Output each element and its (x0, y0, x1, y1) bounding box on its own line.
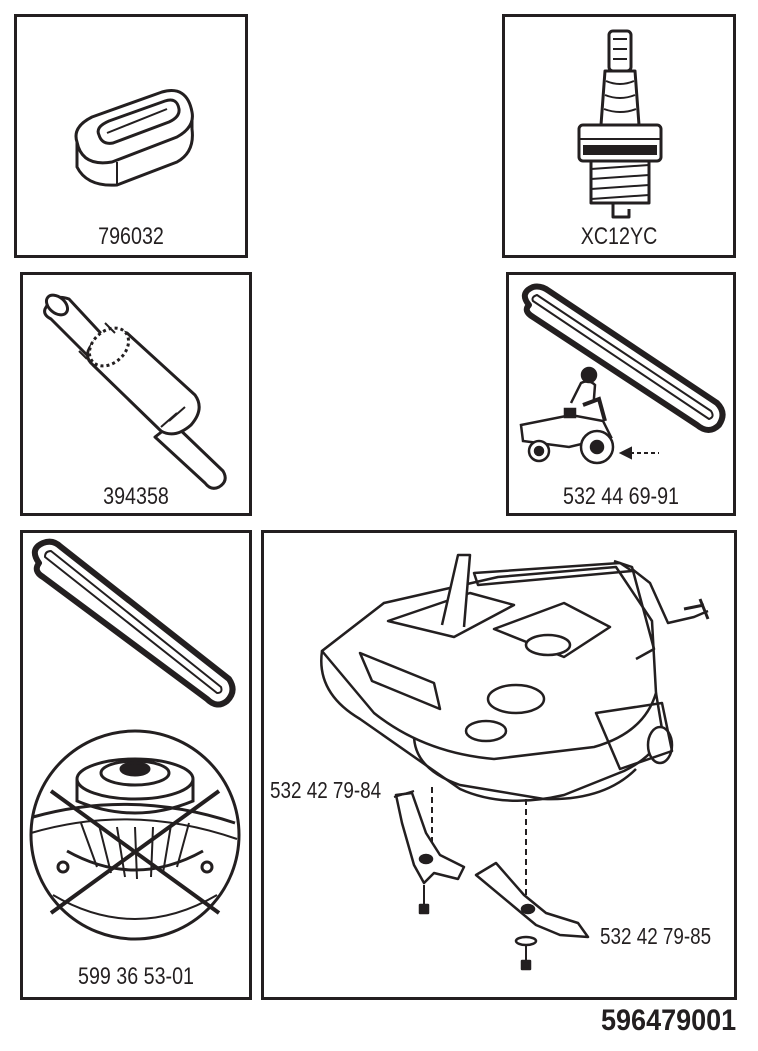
panel-drive-belt: 532 44 69-91 (506, 272, 736, 516)
part-number-air-filter: 796032 (98, 223, 164, 250)
deck-belt-icon (29, 538, 241, 941)
pulley-icon (29, 729, 241, 941)
part-number-deck-belt-pulley: 599 36 53-01 (77, 963, 195, 990)
callout-blade-right: 532 42 79-85 (600, 923, 712, 949)
panel-mower-deck: 532 42 79-84 532 42 79-85 (261, 530, 737, 1000)
lawn-tractor-icon (519, 366, 615, 465)
document-number: 596479001 (600, 1004, 736, 1037)
part-number-spark-plug: XC12YC (580, 223, 658, 250)
panel-air-filter: 796032 (14, 14, 248, 258)
panel-spark-plug: XC12YC (502, 14, 736, 258)
air-filter-icon (74, 89, 194, 187)
spark-plug-icon (577, 29, 663, 219)
panel-deck-belt-pulley: 599 36 53-01 (20, 530, 252, 1000)
part-number-fuel-filter: 394358 (103, 483, 169, 510)
part-number-drive-belt: 532 44 69-91 (562, 483, 680, 510)
fuel-filter-icon (43, 293, 227, 490)
panel-fuel-filter: 394358 (20, 272, 252, 516)
drive-belt-icon (519, 283, 726, 465)
blade-icon (394, 791, 590, 971)
callout-blade-left: 532 42 79-84 (270, 777, 382, 803)
mower-deck-icon (320, 553, 710, 971)
